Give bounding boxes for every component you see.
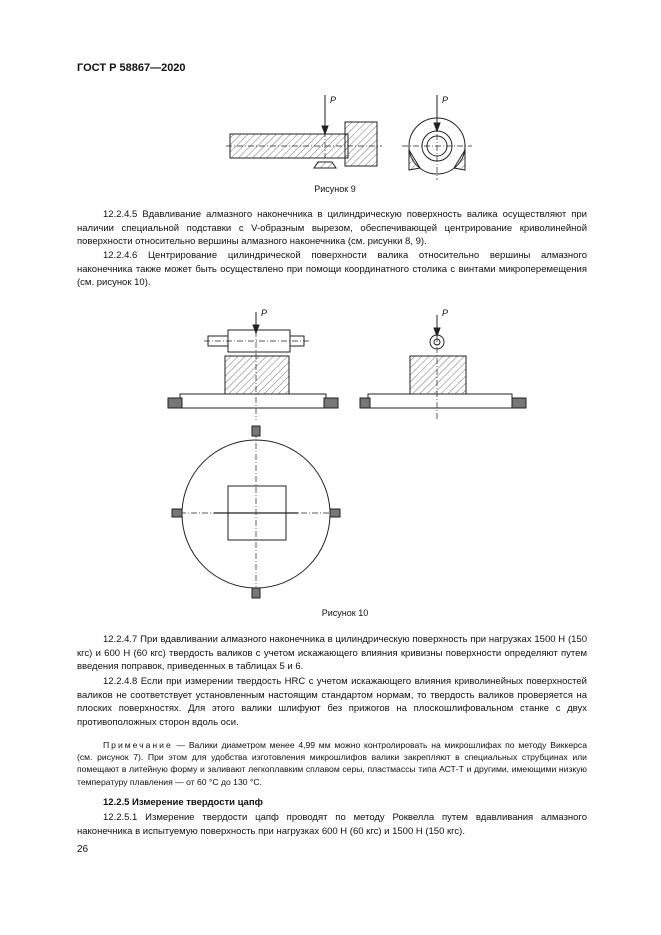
figure-10-label-p-left: P xyxy=(261,308,267,318)
note-prefix: Примечание xyxy=(103,740,173,750)
figure-9-section-view xyxy=(402,95,472,180)
figure-10-label-p-right: P xyxy=(442,308,448,318)
figure-9-side-view xyxy=(226,95,382,169)
figure-10-drawing: P P xyxy=(167,308,527,599)
paragraph-12-2-4-6: 12.2.4.6 Центрирование цилиндрической по… xyxy=(77,250,587,289)
paragraph-12-2-5-1: 12.2.5.1 Измерение твердости цапф провод… xyxy=(77,812,587,837)
figure-9-caption: Рисунок 9 xyxy=(314,184,356,194)
paragraph-12-2-4-5: 12.2.4.5 Вдавливание алмазного наконечни… xyxy=(77,209,587,248)
page-number: 26 xyxy=(77,844,89,855)
figure-9-label-p-left: P xyxy=(330,95,336,105)
figure-10-plan-view xyxy=(171,425,341,599)
figure-9-label-p-right: P xyxy=(442,95,448,105)
figure-10-side-view-right xyxy=(359,315,527,420)
standard-header: ГОСТ Р 58867—2020 xyxy=(77,62,186,74)
figure-10-front-view-left xyxy=(167,312,339,420)
figure-9-drawing: P P xyxy=(226,95,472,180)
section-heading-12-2-5: 12.2.5 Измерение твердости цапф xyxy=(103,797,263,808)
note-text: — Валики диаметром менее 4,99 мм можно к… xyxy=(77,740,587,787)
paragraph-12-2-4-7: 12.2.4.7 При вдавливании алмазного након… xyxy=(77,634,587,673)
figure-10-caption: Рисунок 10 xyxy=(321,608,369,618)
note-block: Примечание — Валики диаметром менее 4,99… xyxy=(77,739,587,788)
paragraph-12-2-4-8: 12.2.4.8 Если при измерении твердость HR… xyxy=(77,676,587,728)
